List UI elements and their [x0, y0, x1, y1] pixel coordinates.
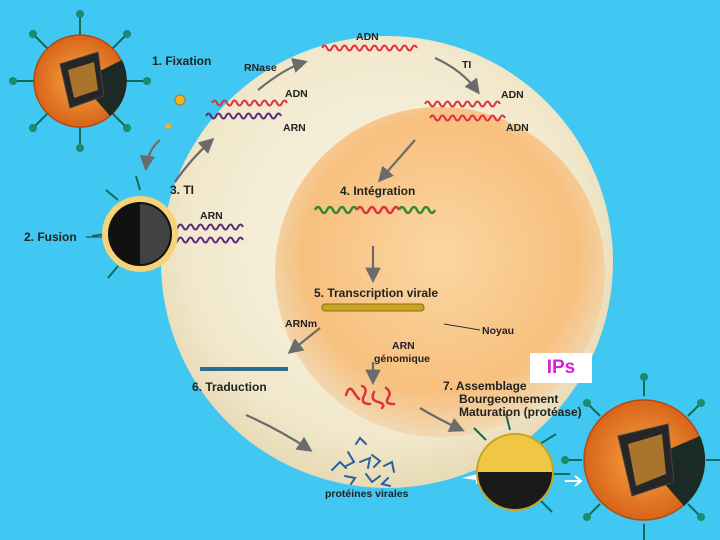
step-fixation-label: 1. Fixation [152, 54, 212, 68]
adn-ds-strand-2 [429, 114, 506, 122]
gp120-bead-small [165, 123, 171, 129]
arrow-to-mrna [287, 327, 321, 354]
host-dna-right [397, 205, 437, 215]
arn-genomique-label: ARN génomique [374, 340, 430, 366]
arn-genomique-line-1: ARN [392, 340, 415, 352]
release-arrow [565, 475, 583, 487]
step-traduction-label: 6. Traduction [192, 380, 267, 394]
arn-hybrid-label: ARN [283, 122, 306, 134]
viral-proteins-icon [331, 436, 395, 487]
step-assemblage-line-3: Maturation (protéase) [459, 405, 582, 419]
fusing-virion [91, 175, 178, 279]
adn-ds-label-1: ADN [501, 89, 524, 101]
arrow-fixation-to-fusion [139, 139, 161, 172]
arrow-ti-top [434, 56, 480, 95]
virion-top-left [9, 10, 151, 152]
ti-top-label: TI [462, 59, 472, 71]
ips-callout: IPs [530, 353, 592, 383]
budding-virion [473, 413, 570, 513]
arrow-to-budding [419, 407, 465, 432]
proteines-virales-label: protéines virales [325, 488, 409, 500]
mrna-bar [200, 367, 288, 371]
noyau-label: Noyau [482, 325, 515, 337]
arn-fusion-label: ARN [200, 210, 223, 222]
adn-strand-hybrid [211, 99, 288, 107]
step-assemblage-line-1: 7. Assemblage [443, 379, 527, 393]
mature-virion [561, 373, 720, 540]
adn-ds-label-2: ADN [506, 122, 529, 134]
arnm-label: ARNm [285, 318, 318, 330]
step-ti-label: 3. TI [170, 183, 195, 197]
arrow-to-integration [377, 139, 416, 183]
adn-ds-strand-1 [424, 100, 501, 108]
step-transcription-label: 5. Transcription virale [314, 286, 439, 300]
adn-single-strand [321, 44, 418, 52]
host-dna-left [313, 205, 359, 215]
rnase-label: RNase [244, 62, 277, 74]
genomic-rna-squiggle [344, 384, 396, 410]
adn-top-label: ADN [356, 31, 379, 43]
arrow-traduction-to-proteins [245, 413, 313, 452]
nucleus [275, 107, 605, 437]
step-assemblage-label: 7. Assemblage Bourgeonnement Maturation … [443, 380, 582, 419]
arrow-rnase [257, 58, 308, 91]
adn-hybrid-label: ADN [285, 88, 308, 100]
step-fusion-label: 2. Fusion [24, 230, 77, 244]
step-assemblage-line-2: Bourgeonnement [459, 392, 559, 406]
arrow-ti-left [174, 137, 215, 183]
gp120-bead [174, 94, 186, 106]
integrated-provirus [355, 205, 401, 215]
arn-strand-hybrid [205, 112, 282, 120]
step-integration-label: 4. Intégration [340, 184, 416, 198]
noyau-pointer [443, 323, 481, 331]
viral-transcript-bar [321, 303, 425, 312]
arn-genomique-line-2: génomique [374, 353, 431, 365]
